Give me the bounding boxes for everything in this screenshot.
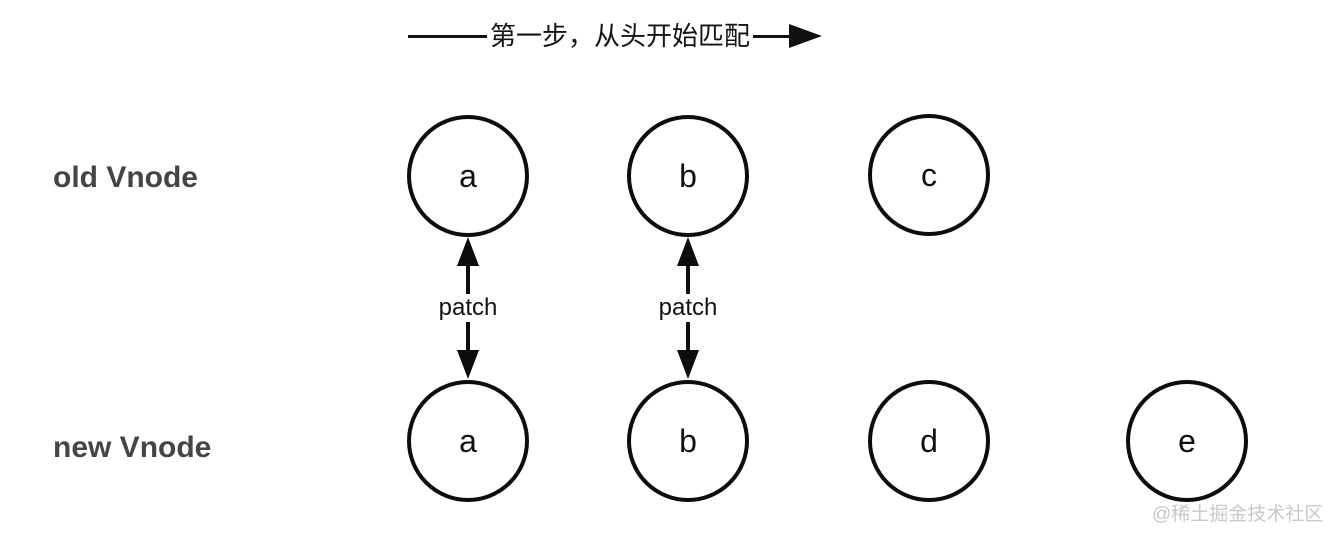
vnode-label: e	[1178, 422, 1196, 459]
step-arrow-line-right	[753, 34, 790, 38]
vnode-circle-old-c: c	[868, 114, 990, 236]
step-arrow-label: 第一步，从头开始匹配	[490, 21, 751, 51]
vnode-circle-new-e: e	[1126, 380, 1248, 502]
vnode-label: d	[920, 422, 938, 459]
vnode-circle-new-a: a	[407, 380, 529, 502]
vnode-label: a	[459, 157, 477, 194]
vnode-label: b	[679, 422, 697, 459]
vnode-label: c	[921, 156, 937, 193]
patch-label: patch	[430, 294, 506, 322]
vnode-circle-old-a: a	[407, 115, 529, 237]
new-vnode-row-label: new Vnode	[53, 431, 212, 464]
arrow-head-right-icon	[789, 24, 823, 48]
patch-label: patch	[650, 294, 726, 322]
watermark: @稀土掘金技术社区	[1152, 504, 1324, 525]
vnode-label: a	[459, 422, 477, 459]
vnode-circle-old-b: b	[627, 115, 749, 237]
step-arrow-line-left	[408, 34, 487, 38]
step-arrow: 第一步，从头开始匹配	[408, 18, 823, 54]
vnode-circle-new-b: b	[627, 380, 749, 502]
vnode-label: b	[679, 157, 697, 194]
vnode-circle-new-d: d	[868, 380, 990, 502]
old-vnode-row-label: old Vnode	[53, 161, 198, 194]
